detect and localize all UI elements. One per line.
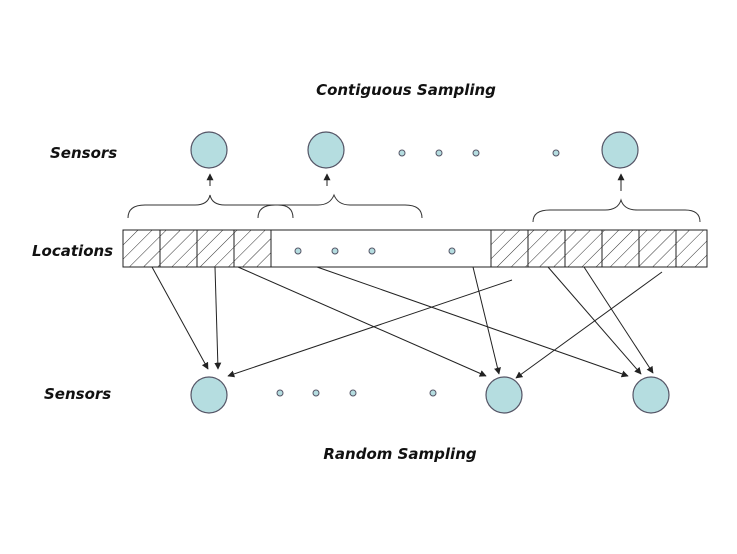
- location-cell: [638, 229, 677, 268]
- sampling-arrow: [583, 266, 654, 374]
- location-cell: [527, 229, 566, 268]
- location-cell: [675, 229, 708, 268]
- location-cell: [122, 229, 161, 268]
- brace-group-1: [127, 194, 294, 219]
- ellipsis-dot: [331, 247, 339, 255]
- ellipsis-dot: [472, 149, 480, 157]
- ellipsis-dot: [429, 389, 437, 397]
- label-sensors-bottom: Sensors: [44, 385, 111, 403]
- location-cell: [233, 229, 272, 268]
- sensor-bottom: [485, 376, 523, 414]
- ellipsis-dot: [294, 247, 302, 255]
- ellipsis-dot: [276, 389, 284, 397]
- title-random-sampling: Random Sampling: [323, 445, 477, 463]
- sampling-arrow: [214, 266, 222, 370]
- sensor-top: [601, 131, 639, 169]
- label-sensors-top: Sensors: [50, 144, 117, 162]
- brace-group-3: [532, 198, 701, 223]
- sensor-bottom: [632, 376, 670, 414]
- location-cell: [490, 229, 529, 268]
- ellipsis-dot: [349, 389, 357, 397]
- sampling-arrow: [316, 266, 629, 378]
- ellipsis-dot: [435, 149, 443, 157]
- location-cell: [196, 229, 235, 268]
- location-cell: [159, 229, 198, 268]
- location-cell: [564, 229, 603, 268]
- label-locations: Locations: [32, 242, 113, 260]
- ellipsis-dot: [368, 247, 376, 255]
- ellipsis-dot: [398, 149, 406, 157]
- ellipsis-dot: [312, 389, 320, 397]
- sensor-top: [190, 131, 228, 169]
- title-contiguous-sampling: Contiguous Sampling: [316, 81, 496, 99]
- location-cell: [601, 229, 640, 268]
- brace-group-2: [257, 193, 423, 219]
- location-cell-empty: [270, 229, 492, 268]
- ellipsis-dot: [552, 149, 560, 157]
- sensor-bottom: [190, 376, 228, 414]
- sampling-arrow: [227, 279, 513, 378]
- location-strip: [122, 229, 708, 268]
- ellipsis-dot: [448, 247, 456, 255]
- sensor-top: [307, 131, 345, 169]
- sampling-arrow: [151, 266, 209, 370]
- sampling-arrow: [515, 271, 663, 379]
- sampling-arrow: [237, 266, 487, 377]
- sampling-arrow: [472, 266, 501, 375]
